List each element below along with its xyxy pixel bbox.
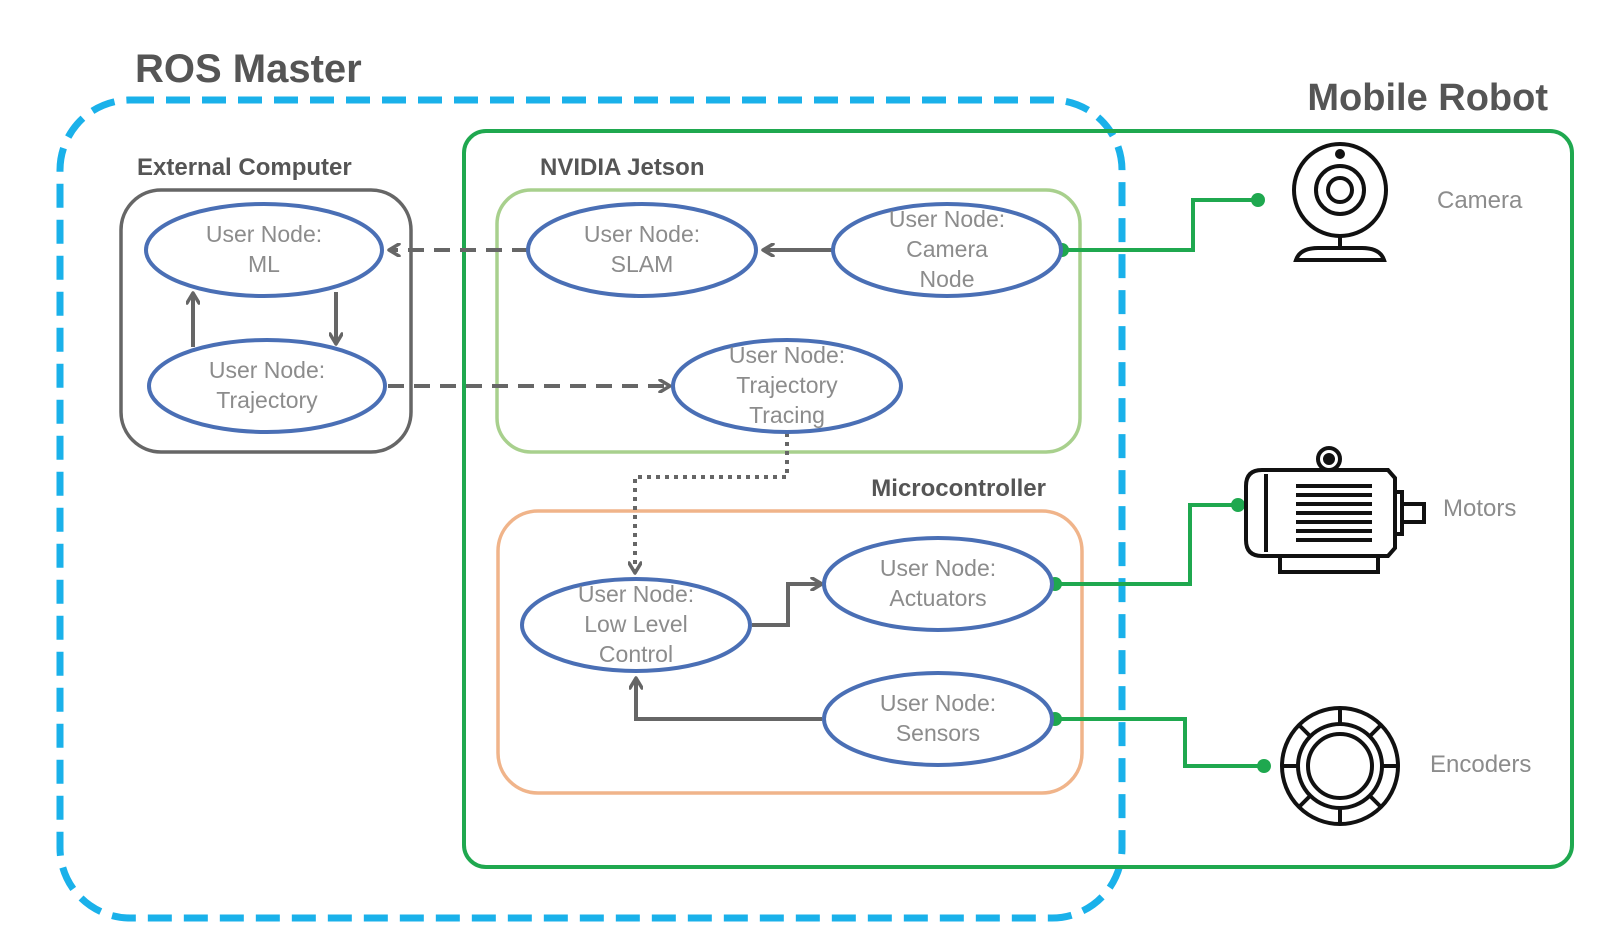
link-camera-node-to-camera [1055,193,1265,257]
node-trajectory-tracing: User Node: Trajectory Tracing [671,338,903,434]
mobile-robot-title: Mobile Robot [1307,77,1548,119]
link-sensors-to-encoders [1048,712,1271,773]
node-label: Trajectory [216,387,318,413]
node-label: Node [920,266,975,292]
node-label: SLAM [611,251,674,277]
arrow-tracing-to-low-level-control [635,433,789,573]
node-ml: User Node: ML [144,202,384,298]
motors-label: Motors [1443,495,1516,522]
microcontroller-box [496,509,1084,795]
motor-icon [1244,446,1426,574]
node-label: User Node: [209,357,325,383]
node-label: User Node: [578,581,694,607]
node-label: Tracing [749,402,825,428]
node-label: Control [599,641,673,667]
node-label: ML [248,251,280,277]
nvidia-jetson-title: NVIDIA Jetson [540,154,704,181]
ros-master-title: ROS Master [135,47,362,91]
node-low-level-control: User Node: Low Level Control [520,577,752,673]
link-actuators-to-motors [1048,498,1245,591]
encoder-icon [1280,706,1400,826]
node-camera-node: User Node: Camera Node [831,202,1063,298]
arrow-low-level-control-to-actuators [752,584,822,627]
node-label: User Node: [729,342,845,368]
ros-master-boundary [56,96,1126,922]
node-actuators: User Node: Actuators [822,536,1054,632]
node-trajectory: User Node: Trajectory [147,338,387,434]
external-computer-box [119,188,413,454]
node-label: User Node: [880,555,996,581]
node-slam: User Node: SLAM [526,202,758,298]
microcontroller-title: Microcontroller [871,475,1046,502]
node-label: User Node: [584,221,700,247]
node-label: User Node: [206,221,322,247]
node-label: Camera [906,236,988,262]
node-label: User Node: [889,206,1005,232]
node-label: User Node: [880,690,996,716]
mobile-robot-boundary [462,129,1574,869]
external-computer-title: External Computer [137,154,352,181]
node-label: Sensors [896,720,980,746]
node-label: Actuators [889,585,986,611]
node-sensors: User Node: Sensors [822,671,1054,767]
webcam-icon [1292,142,1388,262]
node-label: Low Level [584,611,688,637]
camera-label: Camera [1437,187,1523,214]
encoders-label: Encoders [1430,751,1531,778]
node-label: Trajectory [736,372,838,398]
arrow-sensors-to-low-level-control [636,678,822,721]
